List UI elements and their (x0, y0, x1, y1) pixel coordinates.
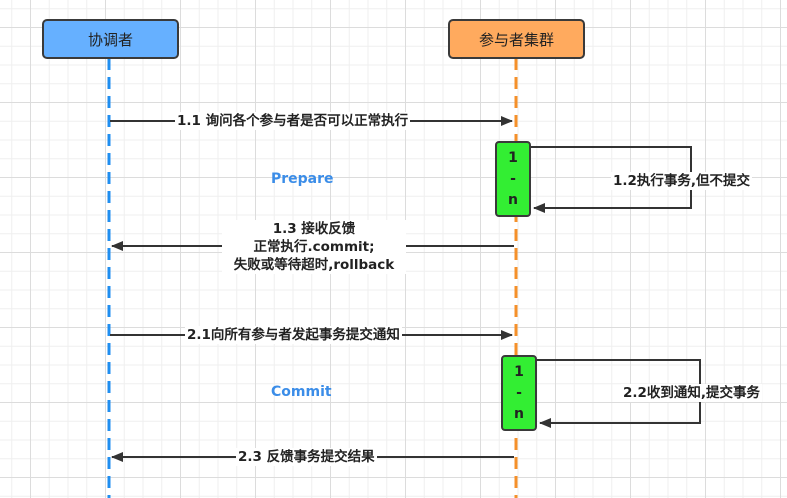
message-1-3-label: 1.3 接收反馈 正常执行.commit; 失败或等待超时,rollback (222, 220, 406, 274)
message-1-3-line-3: 失败或等待超时,rollback (233, 257, 395, 273)
message-1-3-line-1: 1.3 接收反馈 (272, 221, 356, 237)
activation-box-prepare[interactable]: 1 - n (495, 141, 531, 217)
message-2-2-label: 2.2收到通知,提交事务 (621, 384, 763, 402)
participants-actor[interactable]: 参与者集群 (448, 19, 585, 59)
activation-text-dash: - (516, 384, 522, 401)
activation-text-1: 1 (514, 363, 524, 380)
phase-prepare-label: Prepare (271, 171, 334, 187)
activation-text-n: n (508, 192, 518, 209)
message-2-1-label: 2.1向所有参与者发起事务提交通知 (185, 326, 402, 344)
activation-text-1: 1 (508, 149, 518, 166)
message-1-1-label: 1.1 询问各个参与者是否可以正常执行 (175, 112, 411, 130)
coordinator-label: 协调者 (87, 30, 133, 49)
phase-commit-label: Commit (271, 384, 332, 400)
message-2-3-label: 2.3 反馈事务提交结果 (236, 448, 377, 466)
activation-text-n: n (514, 406, 524, 423)
activation-text-dash: - (510, 170, 516, 187)
coordinator-actor[interactable]: 协调者 (42, 19, 179, 59)
activation-box-commit[interactable]: 1 - n (501, 355, 537, 431)
message-1-3-line-2: 正常执行.commit; (253, 239, 375, 255)
message-1-2-label: 1.2执行事务,但不提交 (611, 172, 753, 190)
participants-label: 参与者集群 (478, 30, 554, 49)
